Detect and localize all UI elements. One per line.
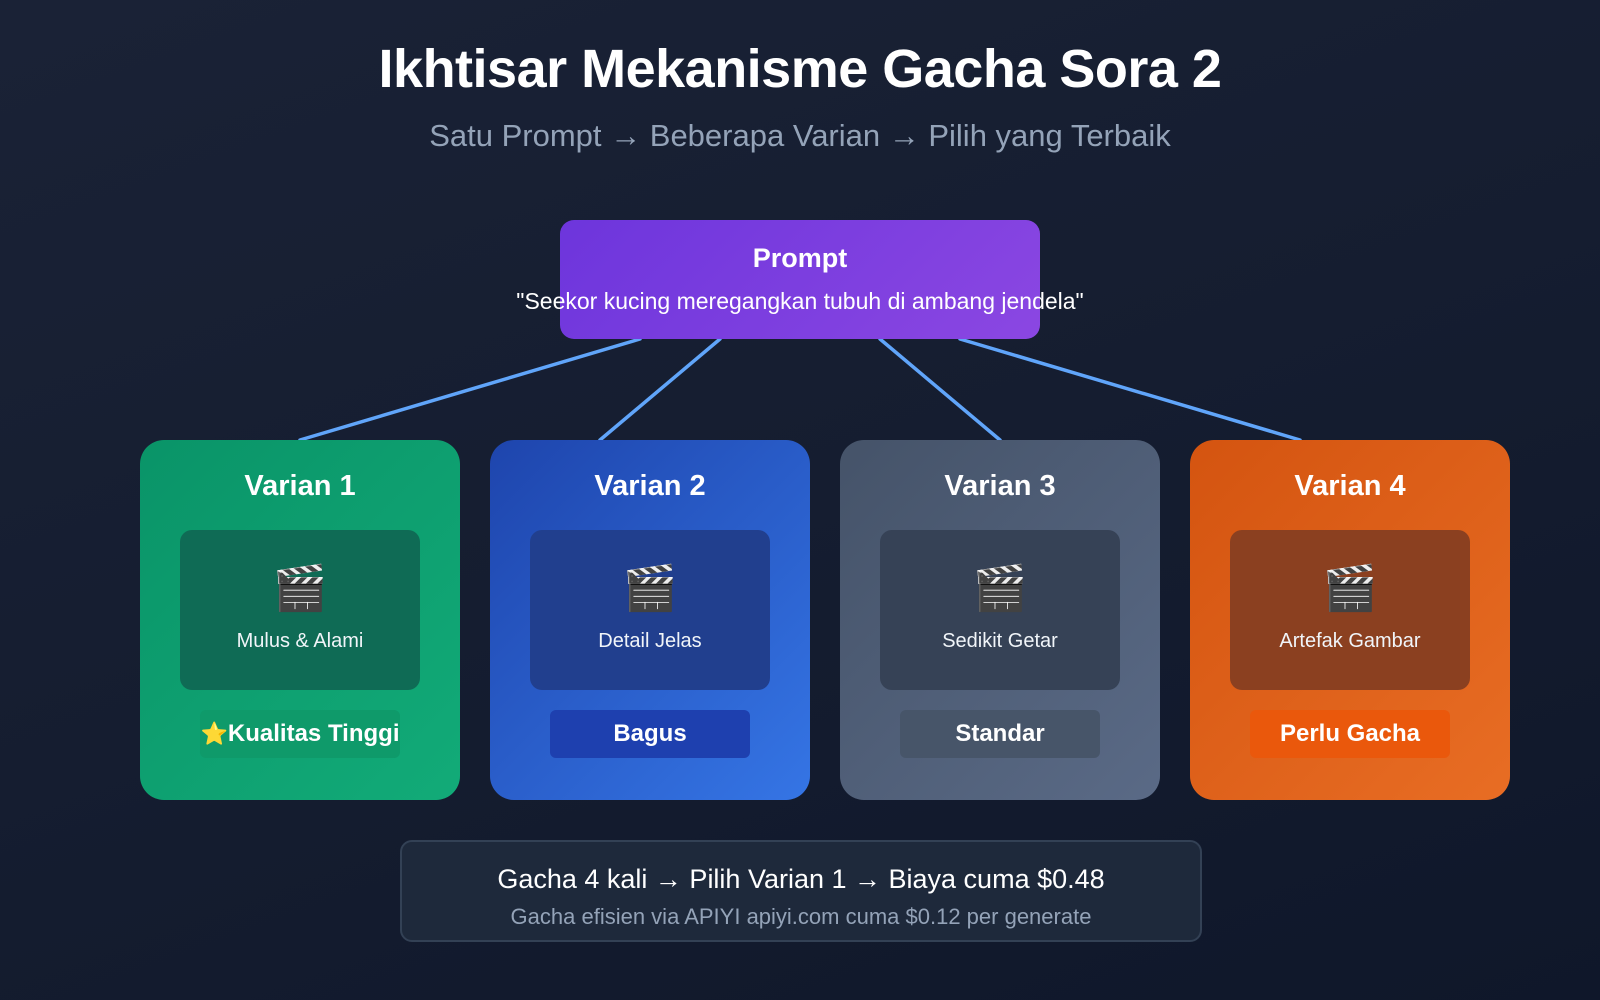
badge-label: Kualitas Tinggi [227,720,400,747]
variant-description: Detail Jelas [598,630,702,652]
connector-line-variant-2 [598,337,722,442]
page-subtitle: Satu Prompt → Beberapa Varian → Pilih ya… [429,118,1171,153]
quality-badge: Bagus [550,710,750,758]
clapper-board-icon: 🎬 [1322,564,1378,613]
summary-text: Gacha 4 kali → Pilih Varian 1 → Biaya cu… [497,864,1105,894]
video-thumbnail: 🎬 Detail Jelas [530,530,770,690]
connector-line-variant-1 [298,337,642,442]
connector-line-variant-3 [878,337,1002,442]
variant-card-3: Varian 3 🎬 Sedikit Getar Standar [840,440,1160,800]
clapper-board-icon: 🎬 [972,564,1028,613]
quality-badge: Standar [900,710,1100,758]
variant-card-1: Varian 1 🎬 Mulus & Alami ⭐Kualitas Tingg… [140,440,460,800]
variant-card-2: Varian 2 🎬 Detail Jelas Bagus [490,440,810,800]
video-thumbnail: 🎬 Artefak Gambar [1230,530,1470,690]
variant-title: Varian 2 [594,470,706,502]
page-title: Ikhtisar Mekanisme Gacha Sora 2 [378,39,1222,99]
video-thumbnail: 🎬 Mulus & Alami [180,530,420,690]
variant-title: Varian 1 [244,470,356,502]
variant-title: Varian 3 [944,470,1056,502]
star-icon: ⭐ [200,721,228,746]
variant-description: Sedikit Getar [942,630,1058,652]
variant-title: Varian 4 [1294,470,1406,502]
quality-badge: Perlu Gacha [1250,710,1450,758]
clapper-board-icon: 🎬 [622,564,678,613]
prompt-box [560,220,1040,339]
prompt-label: Prompt [752,243,848,273]
variant-card-4: Varian 4 🎬 Artefak Gambar Perlu Gacha [1190,440,1510,800]
summary-note: Gacha efisien via APIYI apiyi.com cuma $… [510,904,1092,929]
video-thumbnail: 🎬 Sedikit Getar [880,530,1120,690]
quality-badge: ⭐Kualitas Tinggi [200,710,400,758]
clapper-board-icon: 🎬 [272,564,328,613]
prompt-text: "Seekor kucing meregangkan tubuh di amba… [516,288,1084,314]
summary-box: Gacha 4 kali → Pilih Varian 1 → Biaya cu… [400,840,1202,942]
connector-line-variant-4 [958,337,1302,442]
variant-description: Artefak Gambar [1279,630,1421,652]
variant-description: Mulus & Alami [236,630,364,652]
